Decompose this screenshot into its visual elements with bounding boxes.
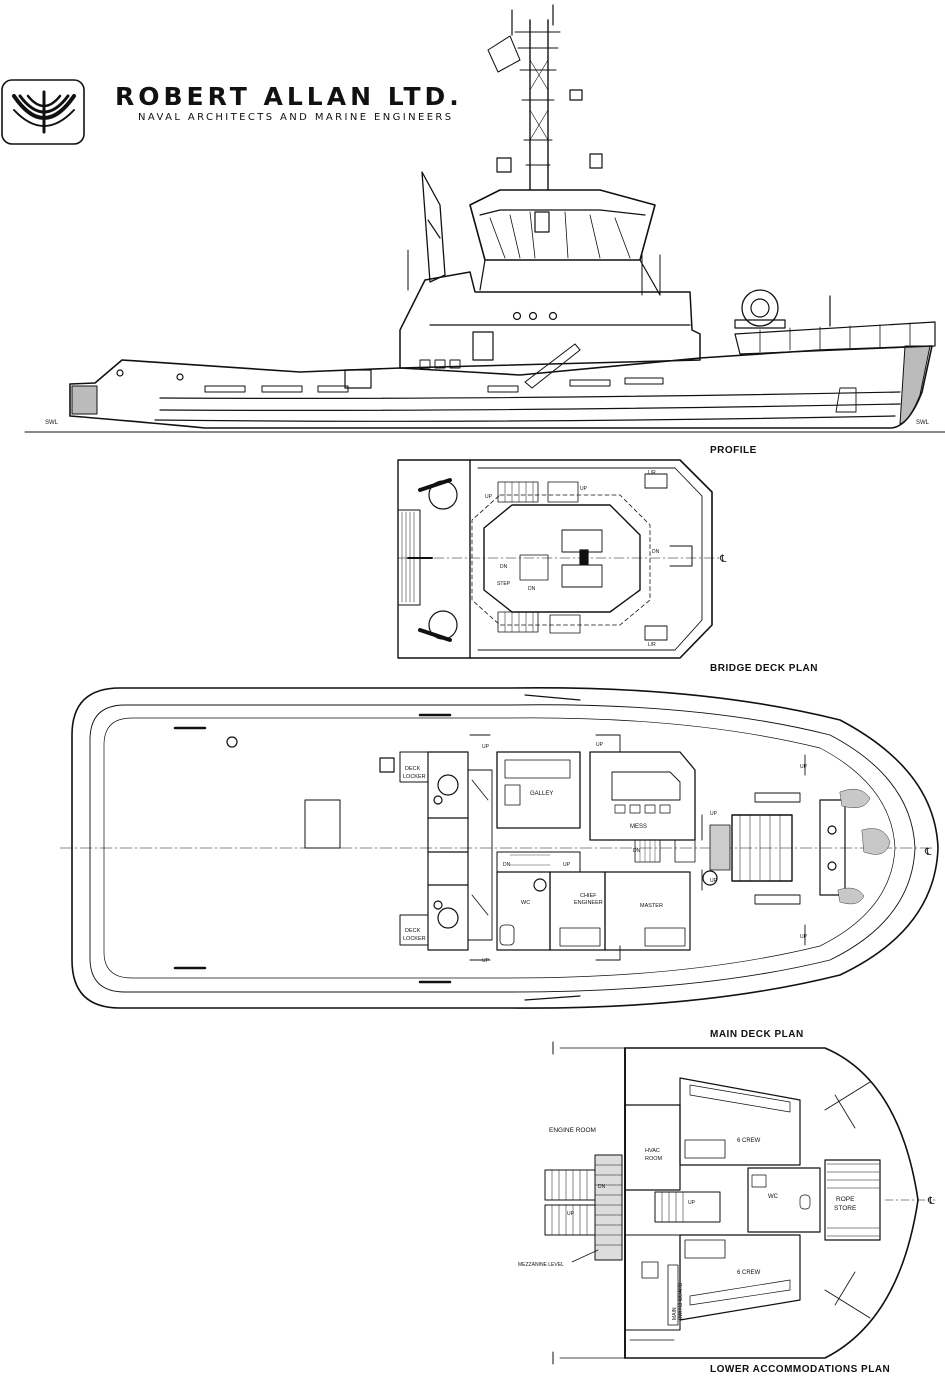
switchboard-label: SWITCHBOARD <box>678 1282 684 1320</box>
profile-heading: PROFILE <box>710 445 757 456</box>
rope-store-label: STORE <box>834 1205 857 1212</box>
hvac-room-label: HVAC <box>645 1148 660 1154</box>
bridge-deck-plan <box>397 459 721 659</box>
swl-right-label: SWL <box>916 420 930 426</box>
deck-locker-label: DECK <box>405 928 421 934</box>
company-logo <box>1 79 85 145</box>
company-tagline: NAVAL ARCHITECTS AND MARINE ENGINEERS <box>138 112 454 123</box>
switchboard-label: MAIN <box>672 1307 678 1320</box>
crew-cabin-label: 6 CREW <box>737 1270 761 1276</box>
lower-centerline-symbol: ℄ <box>927 1196 935 1207</box>
stair-up-label: UP <box>688 1200 696 1206</box>
galley-label: GALLEY <box>530 791 553 797</box>
master-label: MASTER <box>640 903 663 909</box>
bridge-lr-label: L/R <box>648 642 656 648</box>
stair-up-label: UP <box>596 742 604 748</box>
main-centerline-symbol: ℄ <box>924 847 932 858</box>
company-name: ROBERT ALLAN LTD. <box>115 82 463 111</box>
main-deck-heading: MAIN DECK PLAN <box>710 1029 804 1040</box>
lower-accommodations-heading: LOWER ACCOMMODATIONS PLAN <box>710 1364 891 1375</box>
bridge-up-label: UP <box>485 494 493 500</box>
deck-locker-label: LOCKER <box>403 774 426 780</box>
swl-left-label: SWL <box>45 420 59 426</box>
bridge-dn-label: DN <box>652 549 660 555</box>
stair-up-label: UP <box>563 862 571 868</box>
stair-up-label: UP <box>800 764 808 770</box>
bridge-dn-label: DN <box>528 586 536 592</box>
stair-dn-label: DN <box>598 1184 606 1190</box>
chief-label: CHIEF <box>580 893 597 899</box>
wc-label: WC <box>768 1194 779 1200</box>
hvac-room-label: ROOM <box>645 1156 663 1162</box>
stair-up-label: UP <box>710 878 718 884</box>
mess-label: MESS <box>630 824 647 830</box>
bridge-step-label: STEP <box>497 581 511 587</box>
engineer-label: ENGINEER <box>574 900 603 906</box>
bridge-lr-label: L/R <box>648 470 656 476</box>
bridge-up-label: UP <box>580 486 588 492</box>
stair-up-label: UP <box>567 1211 575 1217</box>
bridge-deck-heading: BRIDGE DECK PLAN <box>710 663 819 674</box>
stair-dn-label: DN <box>633 848 641 854</box>
rope-store-label: ROPE <box>836 1196 855 1203</box>
crew-cabin-label: 6 CREW <box>737 1138 761 1144</box>
stair-up-label: UP <box>710 811 718 817</box>
bridge-centerline-symbol: ℄ <box>719 554 727 565</box>
bridge-dn-label: DN <box>500 564 508 570</box>
engine-room-label: ENGINE ROOM <box>549 1127 596 1134</box>
wc-label: WC <box>521 900 530 906</box>
mezzanine-label: MEZZANINE LEVEL <box>518 1262 564 1268</box>
deck-locker-label: LOCKER <box>403 936 426 942</box>
main-deck-plan <box>59 686 939 1009</box>
lower-accommodations-plan <box>544 1041 936 1365</box>
profile-view <box>24 4 945 433</box>
stair-up-label: UP <box>482 744 490 750</box>
stair-dn-label: DN <box>503 862 511 868</box>
stair-up-label: UP <box>800 934 808 940</box>
deck-locker-label: DECK <box>405 766 421 772</box>
stair-up-label: UP <box>482 958 490 964</box>
